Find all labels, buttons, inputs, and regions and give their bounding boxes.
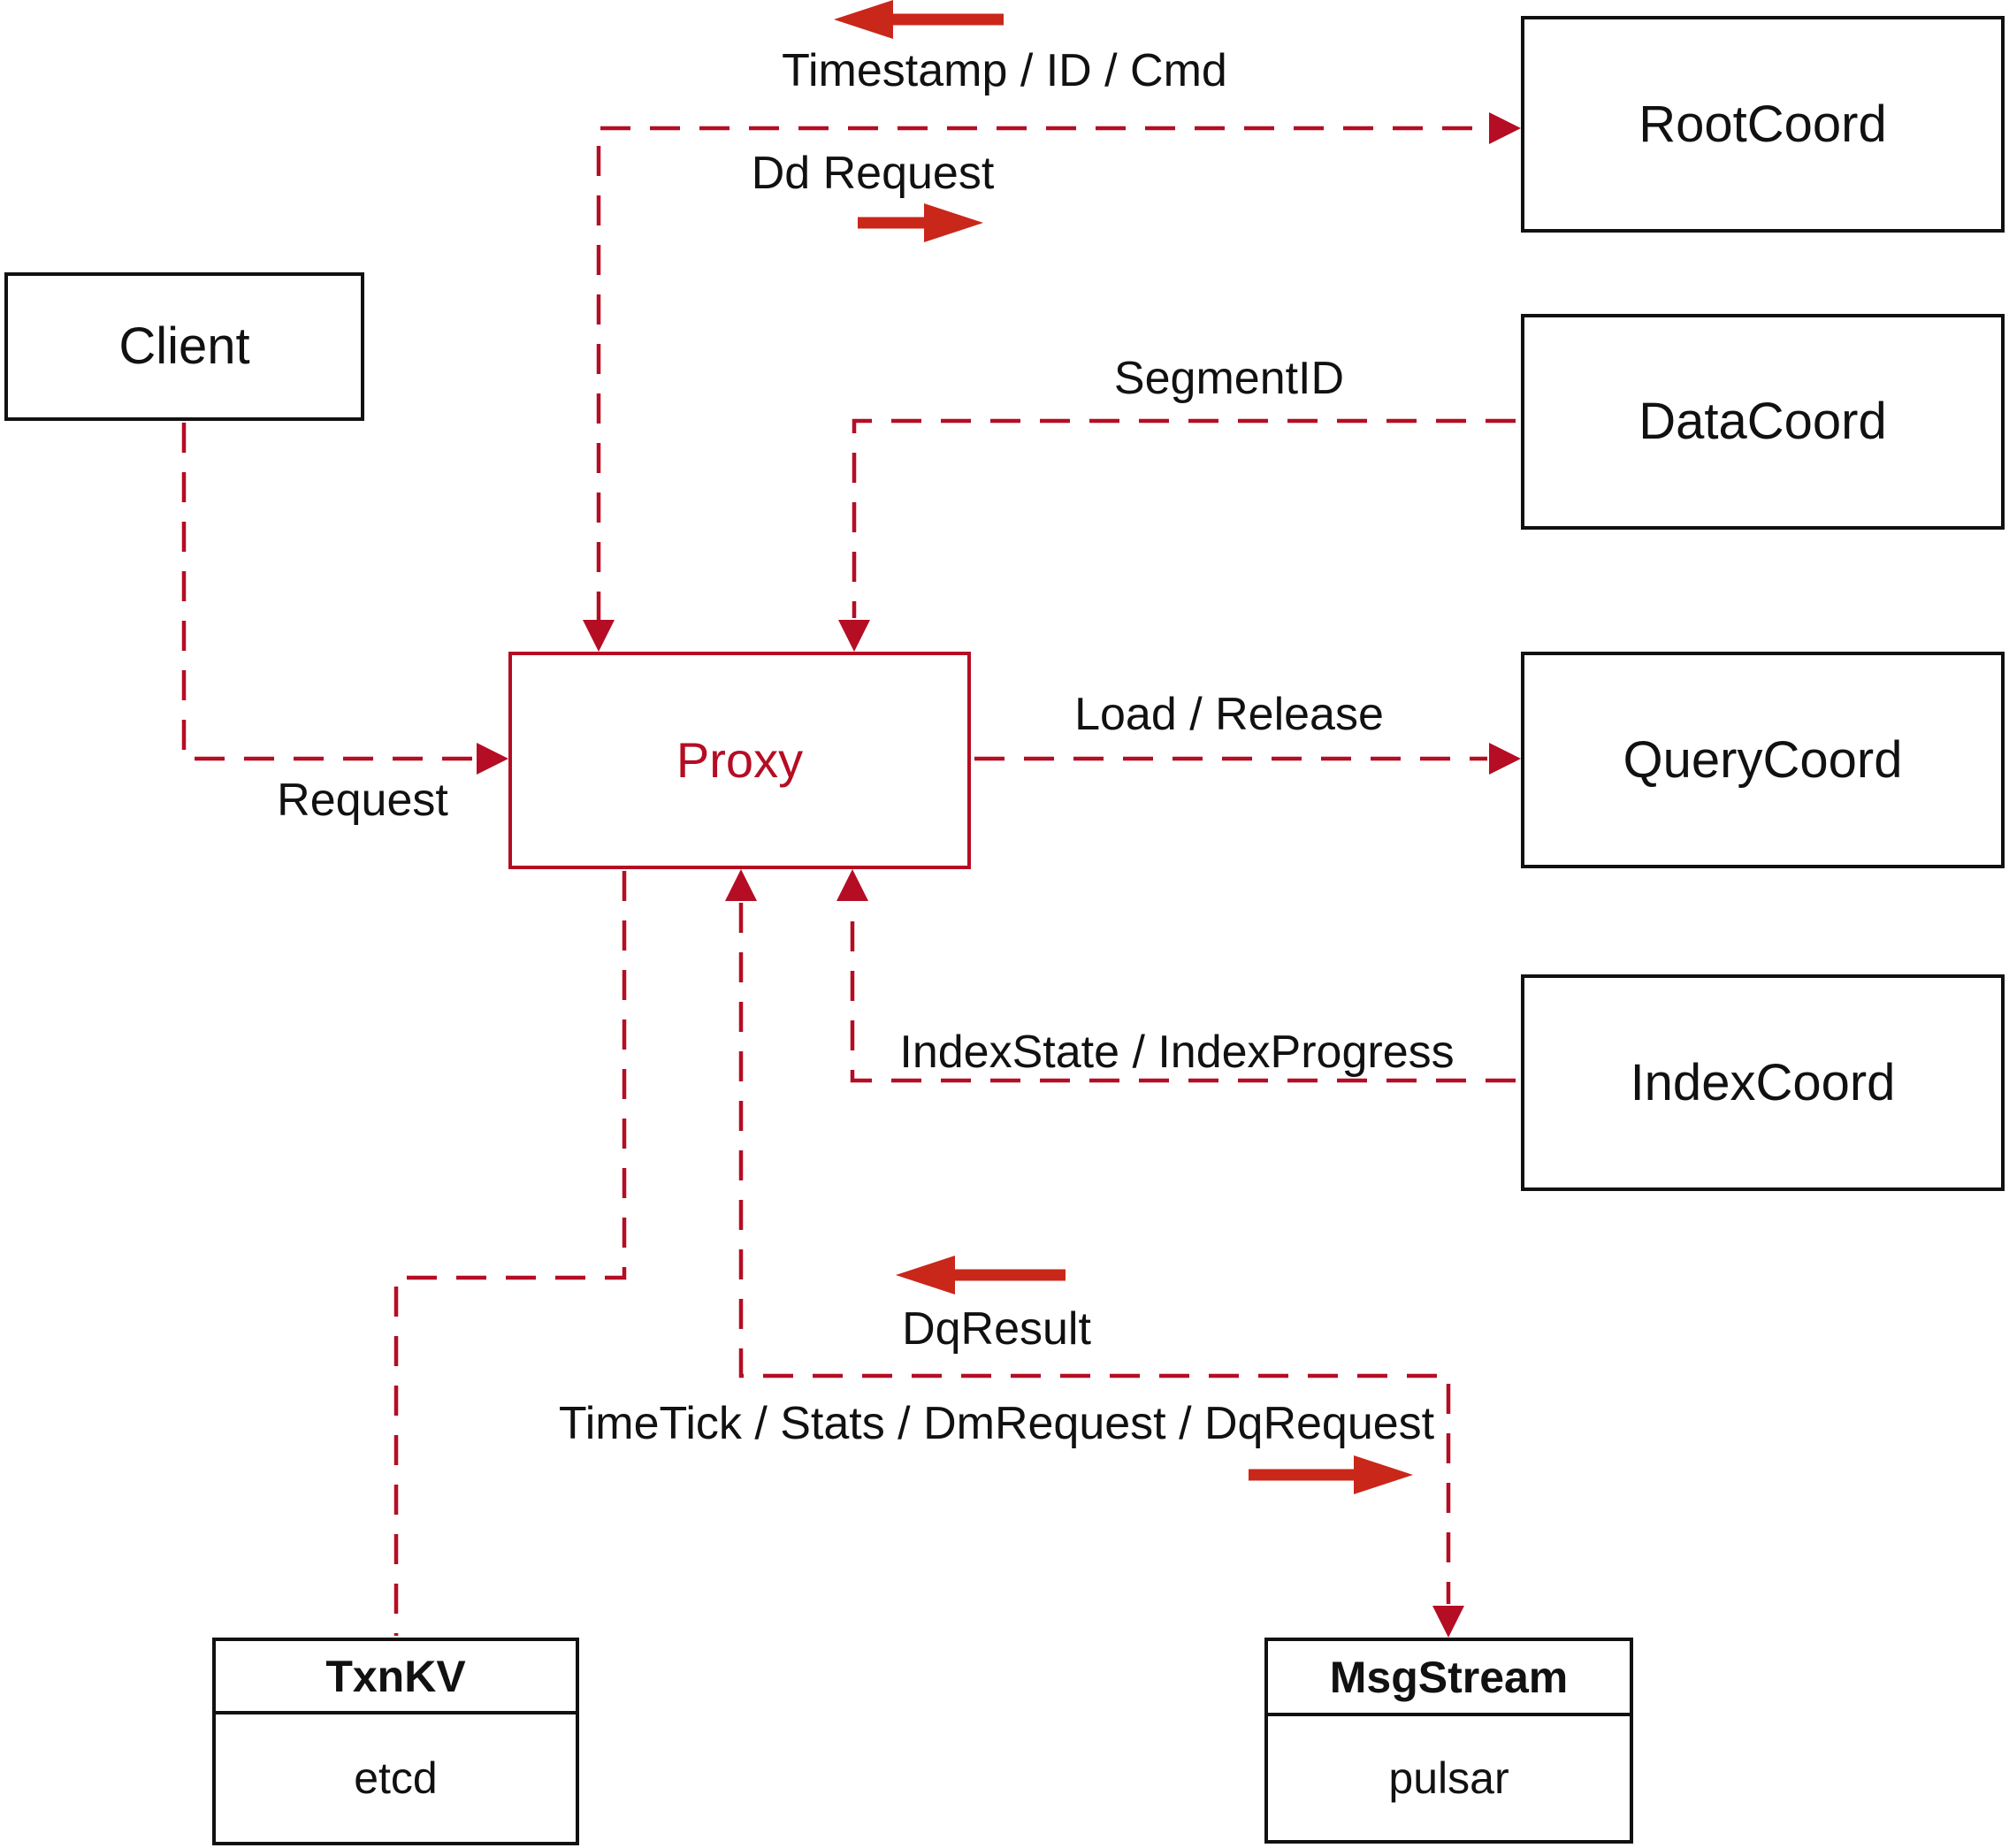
node-datacoord: DataCoord xyxy=(1521,314,2005,530)
edge-client-proxy xyxy=(181,423,475,761)
node-querycoord-label: QueryCoord xyxy=(1623,730,1903,789)
node-txnkv: TxnKV etcd xyxy=(212,1638,579,1845)
arrowhead-into-querycoord-icon xyxy=(1489,743,1521,775)
arrowhead-into-proxy-bottom-left-icon xyxy=(725,869,757,901)
arrowhead-into-proxy-top-left-icon xyxy=(583,620,615,652)
node-msgstream-body: pulsar xyxy=(1388,1753,1509,1803)
edge-label-timestamp-id-cmd: Timestamp / ID / Cmd xyxy=(782,45,1227,96)
edge-label-dd-request: Dd Request xyxy=(751,148,995,199)
node-proxy-label: Proxy xyxy=(676,732,804,788)
node-proxy: Proxy xyxy=(508,652,971,869)
edge-proxy-msgstream xyxy=(738,903,1451,1604)
node-indexcoord-label: IndexCoord xyxy=(1630,1053,1896,1111)
right-direction-arrow-dd-request-icon xyxy=(858,203,983,242)
node-indexcoord: IndexCoord xyxy=(1521,974,2005,1191)
arrowhead-into-msgstream-icon xyxy=(1432,1606,1464,1638)
arrowhead-into-proxy-left-icon xyxy=(477,743,508,775)
edge-proxy-rootcoord xyxy=(596,126,1487,622)
left-direction-arrow-dqresult-icon xyxy=(896,1256,1066,1294)
node-msgstream-title: MsgStream xyxy=(1268,1641,1630,1716)
node-msgstream: MsgStream pulsar xyxy=(1264,1638,1633,1844)
node-client-label: Client xyxy=(118,317,250,375)
node-rootcoord-label: RootCoord xyxy=(1639,95,1887,153)
edge-label-dqresult: DqResult xyxy=(902,1303,1091,1355)
node-querycoord: QueryCoord xyxy=(1521,652,2005,868)
node-txnkv-body: etcd xyxy=(354,1753,438,1803)
edge-label-timetick-stats-dmrequest-dqrequest: TimeTick / Stats / DmRequest / DqRequest xyxy=(558,1398,1435,1449)
edge-label-segmentid: SegmentID xyxy=(1113,353,1345,404)
edge-label-request: Request xyxy=(277,775,448,826)
node-txnkv-title: TxnKV xyxy=(216,1641,576,1714)
edge-label-load-release: Load / Release xyxy=(1074,689,1384,740)
arrowhead-into-rootcoord-icon xyxy=(1489,112,1521,144)
node-datacoord-label: DataCoord xyxy=(1639,393,1887,450)
edge-label-indexstate-indexprogress: IndexState / IndexProgress xyxy=(899,1027,1455,1078)
arrowhead-into-proxy-top-right-icon xyxy=(838,620,870,652)
node-client: Client xyxy=(4,272,364,421)
left-direction-arrow-timestamp-icon xyxy=(834,0,1004,39)
edge-proxy-txnkv xyxy=(393,871,627,1636)
node-rootcoord: RootCoord xyxy=(1521,16,2005,233)
edge-datacoord-proxy xyxy=(852,418,1516,618)
right-direction-arrow-timetick-icon xyxy=(1249,1455,1413,1494)
arrowhead-into-proxy-bottom-right-icon xyxy=(836,869,868,901)
edge-indexcoord-proxy xyxy=(850,903,1516,1083)
